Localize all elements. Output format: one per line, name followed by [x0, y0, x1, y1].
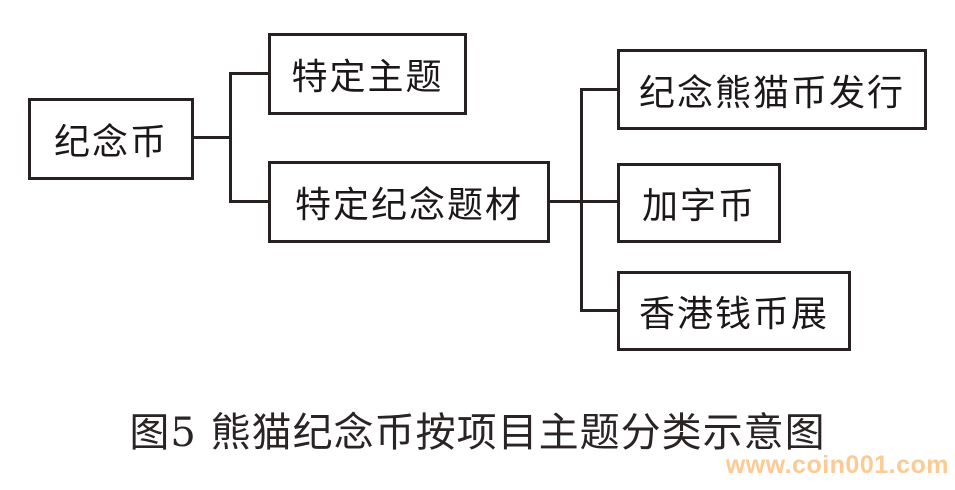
connector-bracket1-to-theme [229, 72, 269, 75]
watermark-text: www.coin001.com [725, 451, 949, 479]
connector-root-stub [194, 136, 231, 139]
node-specific-commemorative-subject: 特定纪念题材 [268, 161, 550, 243]
connector-bracket2-vertical [580, 88, 583, 312]
node-specific-theme: 特定主题 [268, 33, 467, 115]
node-commemorative-coin: 纪念币 [28, 98, 194, 180]
figure-caption: 图5 熊猫纪念币按项目主题分类示意图 [129, 410, 826, 456]
connector-bracket1-to-subject [229, 200, 269, 203]
connector-bracket1-vertical [229, 72, 232, 203]
node-hongkong-coin-expo: 香港钱币展 [617, 271, 851, 351]
connector-subject-stub [549, 200, 618, 203]
node-panda-coin-issue: 纪念熊猫币发行 [617, 49, 927, 130]
connector-bracket2-to-issue [580, 88, 618, 91]
connector-bracket2-to-hk [580, 309, 618, 312]
node-added-character-coin: 加字币 [617, 163, 781, 243]
